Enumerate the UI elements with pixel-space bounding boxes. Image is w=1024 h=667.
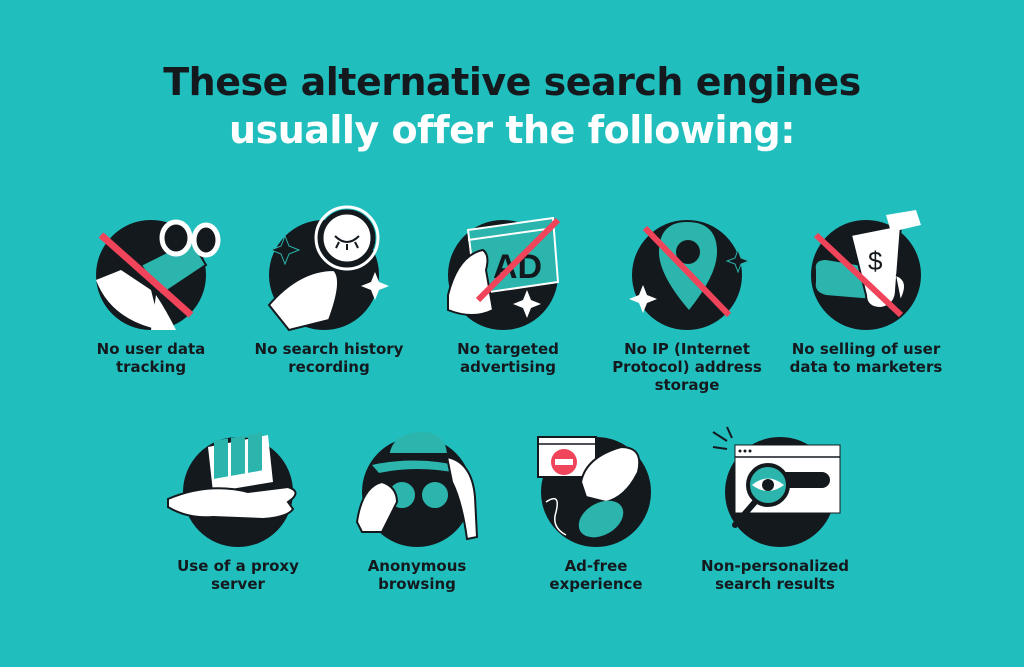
page-title: These alternative search engines usually… [0, 58, 1024, 154]
money-crossed-icon: $ [811, 210, 921, 330]
binoculars-crossed-icon [96, 219, 221, 330]
title-line-1: These alternative search engines [163, 60, 861, 104]
title-line-2: usually offer the following: [229, 108, 795, 152]
ad-block-mouse-icon [537, 436, 651, 547]
location-pin-crossed-icon [629, 220, 751, 330]
ad-crossed-icon: AD [447, 216, 563, 330]
magnifier-closed-eye-icon [267, 205, 389, 332]
hand-server-icon [167, 432, 297, 547]
spy-hat-glasses-icon [355, 432, 479, 547]
svg-text:$: $ [868, 246, 883, 276]
browser-eye-search-icon [712, 426, 841, 547]
